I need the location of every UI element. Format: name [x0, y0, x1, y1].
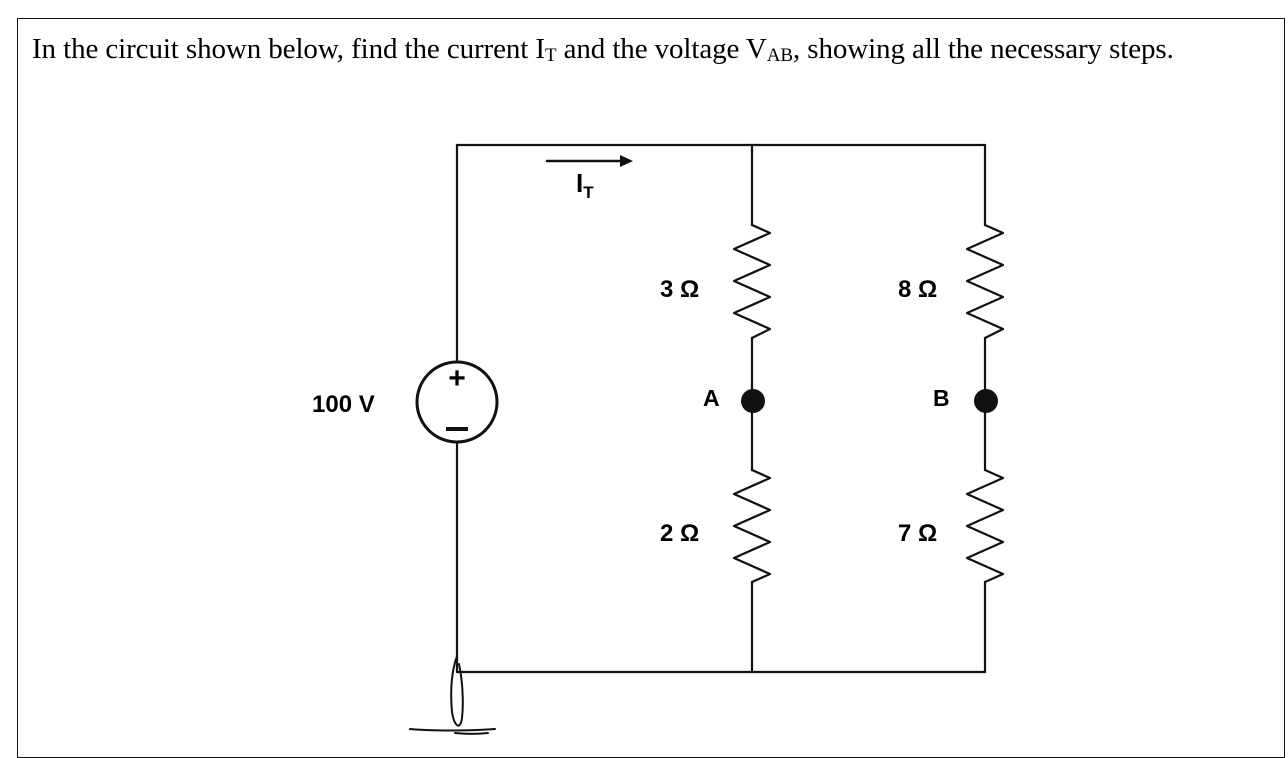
node-b-label: B	[933, 385, 950, 411]
resistor-7ohm	[965, 468, 1005, 584]
source-plus-sign: +	[448, 362, 466, 395]
voltage-subscript: AB	[766, 45, 793, 66]
source-minus-sign	[446, 427, 468, 431]
resistor-2ohm	[732, 468, 772, 584]
current-arrowhead-icon	[620, 155, 633, 167]
question-prefix: In the circuit shown below, find the cur…	[32, 33, 545, 65]
source-voltage-label: 100 V	[312, 391, 375, 418]
resistor-8ohm	[965, 223, 1005, 340]
resistor-7ohm-label: 7 Ω	[898, 520, 937, 547]
ground-mark-icon	[409, 655, 496, 735]
question-middle: and the voltage V	[556, 33, 767, 65]
current-label: IT	[576, 168, 594, 202]
question-suffix: , showing all the necessary steps.	[792, 33, 1174, 65]
voltage-source-icon	[415, 360, 499, 444]
resistor-3ohm	[732, 223, 772, 340]
node-a-label: A	[703, 385, 720, 411]
resistor-2ohm-label: 2 Ω	[660, 520, 699, 547]
resistor-8ohm-label: 8 Ω	[898, 276, 937, 303]
problem-frame: In the circuit shown below, find the cur…	[17, 18, 1285, 758]
resistor-3ohm-label: 3 Ω	[660, 276, 699, 303]
node-b-dot	[974, 389, 998, 413]
question-text: In the circuit shown below, find the cur…	[32, 33, 1282, 66]
node-a-dot	[741, 389, 765, 413]
current-subscript: T	[544, 45, 557, 66]
